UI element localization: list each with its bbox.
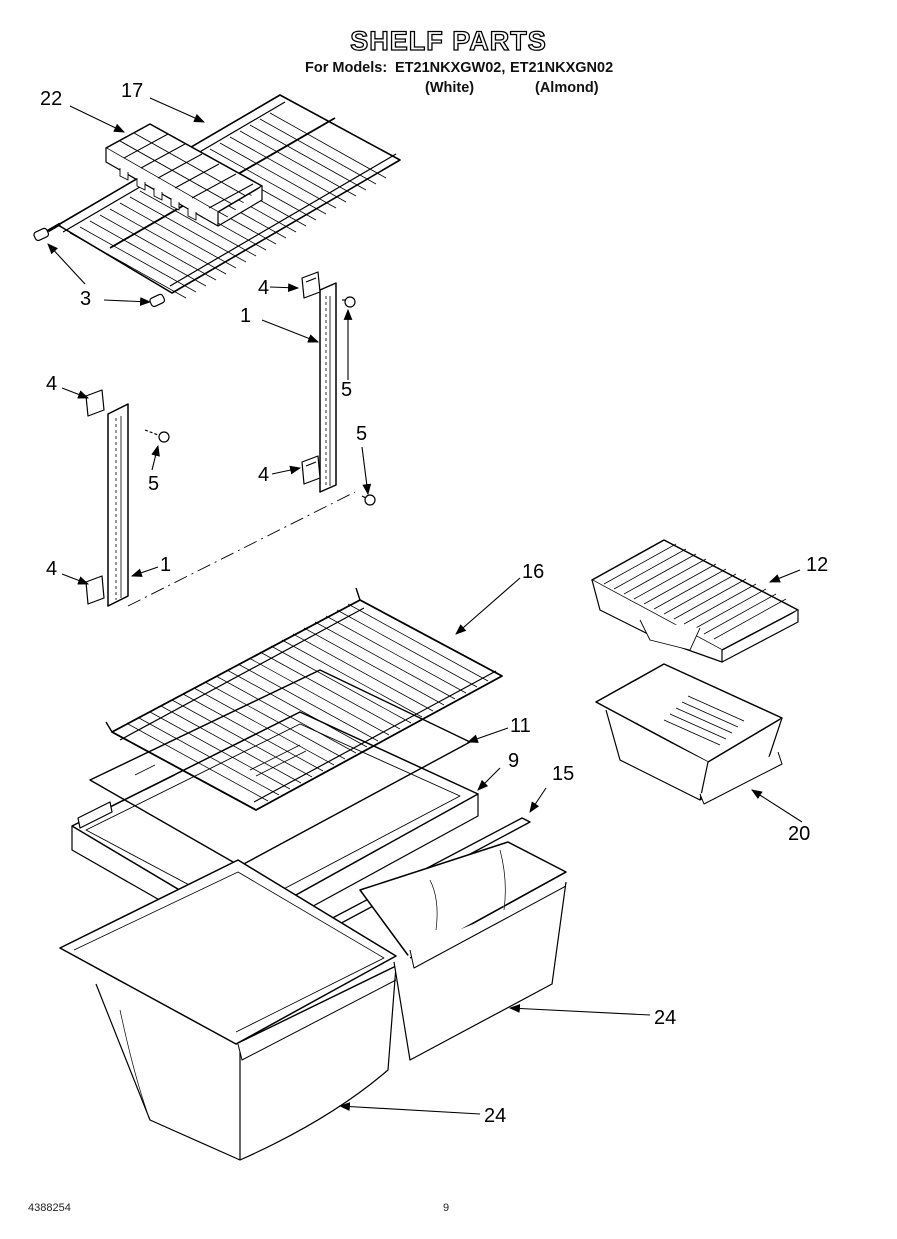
ice-cube-tray [105,123,263,227]
callout-24-right: 24 [654,1007,676,1029]
meat-keeper-drawer [595,663,783,805]
callout-labels: 22 17 3 4 1 5 4 5 4 5 4 1 16 12 11 9 15 … [40,80,828,1127]
white-label: (White) [425,80,475,96]
almond-label: (Almond) [535,80,599,96]
rail-clip-bottom-left [85,575,105,605]
callout-20: 20 [788,823,810,845]
rail-clip-top-right [301,271,321,299]
callout-5-left: 5 [148,473,159,495]
callout-4-top-left: 4 [46,373,57,395]
meat-keeper-cover [591,539,799,663]
callout-22: 22 [40,88,62,110]
callout-1-left: 1 [160,554,171,576]
shelf-pin-left [33,227,50,242]
model-white: ET21NKXGW02, [395,60,506,76]
callout-15: 15 [552,763,574,785]
callout-16: 16 [522,561,544,583]
model-almond: ET21NKXGN02 [510,60,614,76]
callout-11: 11 [510,715,531,737]
callout-3: 3 [80,288,91,310]
callout-24-left: 24 [484,1105,506,1127]
alignment-line [127,491,356,607]
models-prefix: For Models: [305,60,388,76]
rail-clip-bottom-right [301,455,321,485]
callout-4-bottom-left: 4 [46,558,57,580]
crisper-drawer-right [359,841,567,1061]
crisper-drawer-left [59,859,397,1161]
shelf-rail-left [107,403,129,607]
fresh-food-wire-shelf [105,587,503,811]
rail-clip-top-left [85,389,105,417]
callout-17: 17 [121,80,143,102]
shelf-rail-right [319,282,337,493]
callout-4-bottom-right: 4 [258,464,269,486]
leader-lines [47,97,803,1115]
screw-left [144,429,170,443]
page-number: 9 [443,1202,450,1214]
callout-4-top-right: 4 [258,277,269,299]
screw-top-right [342,296,356,308]
screw-bottom-right [361,494,376,506]
callout-5-right-lower: 5 [356,423,367,445]
page-title: SHELF PARTS [350,25,547,56]
callout-1-right: 1 [240,305,251,327]
callout-12: 12 [806,554,828,576]
shelf-pin-lower [149,293,166,308]
callout-9: 9 [508,750,519,772]
callout-5-right-upper: 5 [341,379,352,401]
part-number: 4388254 [28,1202,71,1214]
